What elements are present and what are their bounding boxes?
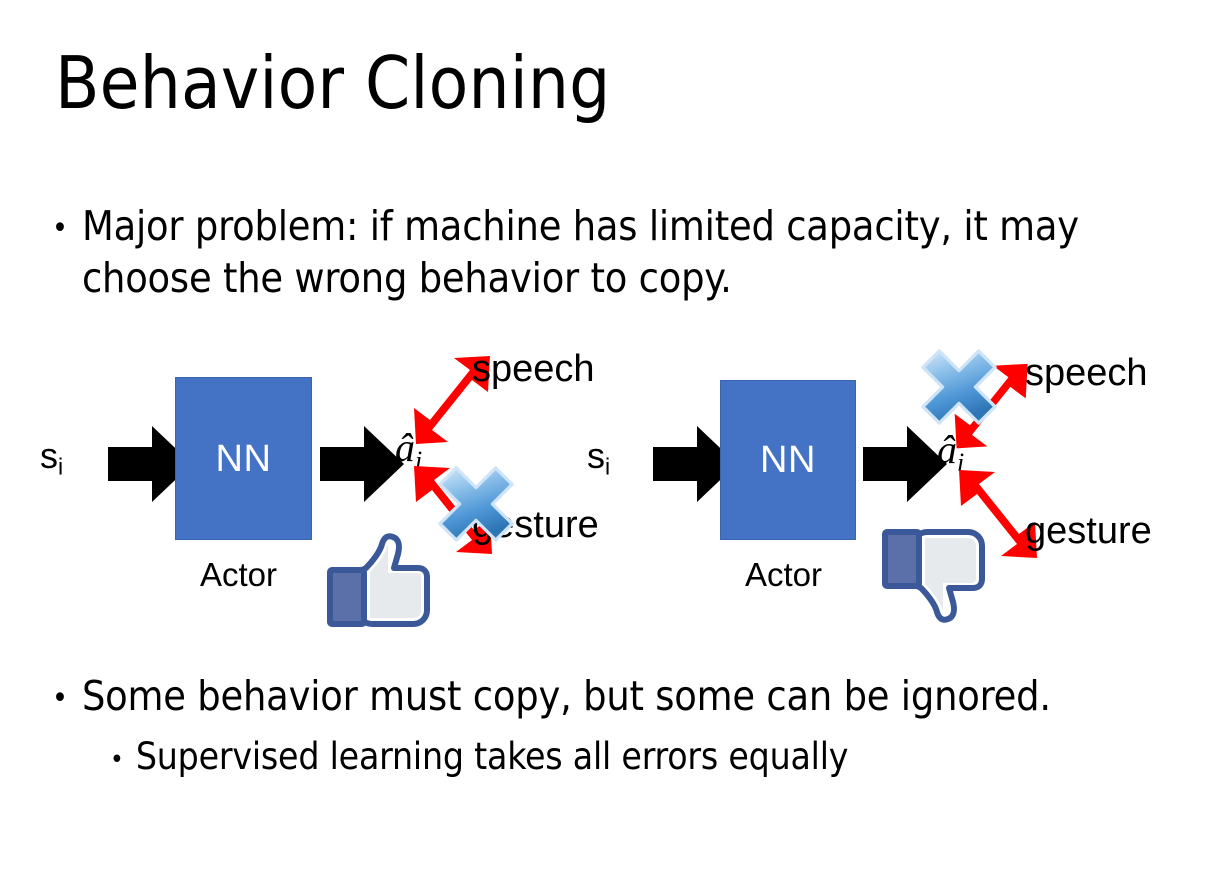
state-label-left: si (40, 438, 63, 478)
branch-label-speech-left: speech (472, 348, 595, 390)
state-label-right: si (587, 438, 610, 478)
state-symbol: s (40, 435, 58, 476)
action-label-left: âi (395, 428, 422, 474)
action-symbol: â (937, 427, 957, 472)
bullet-some-behavior: • Some behavior must copy, but some can … (52, 672, 1162, 721)
nn-box-label-left: NN (215, 437, 272, 480)
nn-box-label-right: NN (760, 439, 816, 481)
diagram-right: si NN Actor âi speech (565, 340, 1165, 640)
diagram-left: si NN Actor âi speech (10, 340, 610, 640)
bullet-supervised-learning: • Supervised learning takes all errors e… (110, 735, 1170, 779)
thumbs-up-icon-left (327, 533, 430, 627)
bullet-marker-icon: • (52, 681, 68, 716)
action-subscript: i (957, 447, 965, 477)
bullet-marker-icon: • (52, 211, 68, 246)
input-arrow-left (108, 426, 192, 502)
branch-label-gesture-right: gesture (1025, 510, 1152, 552)
action-label-right: âi (937, 430, 964, 476)
bullet-major-problem-text: Major problem: if machine has limited ca… (81, 202, 1079, 303)
input-arrow-right (653, 426, 737, 502)
output-arrow-left (320, 426, 404, 502)
cross-icon-speech-right (921, 349, 997, 425)
page-title: Behavior Cloning (55, 41, 611, 125)
state-symbol: s (587, 435, 605, 476)
actor-label-right: Actor (745, 556, 823, 593)
action-subscript: i (415, 445, 423, 475)
state-subscript: i (58, 453, 64, 480)
output-arrow-right (863, 426, 947, 502)
nn-box-right: NN (720, 380, 856, 540)
cross-icon-gesture-left (438, 466, 514, 542)
thumbs-down-icon-right (882, 529, 985, 623)
actor-label-left: Actor (200, 556, 278, 593)
bullet-supervised-learning-text: Supervised learning takes all errors equ… (135, 735, 849, 778)
branch-label-speech-right: speech (1025, 352, 1148, 394)
bullet-some-behavior-text: Some behavior must copy, but some can be… (81, 672, 1051, 720)
sub-bullet-marker-icon: • (110, 745, 124, 775)
nn-box-left: NN (175, 377, 312, 540)
action-symbol: â (395, 425, 415, 470)
state-subscript: i (605, 453, 611, 480)
bullet-major-problem: • Major problem: if machine has limited … (52, 200, 1142, 304)
branch-arrow-gesture-right (959, 470, 1037, 558)
branch-arrow-speech-left (414, 356, 490, 444)
